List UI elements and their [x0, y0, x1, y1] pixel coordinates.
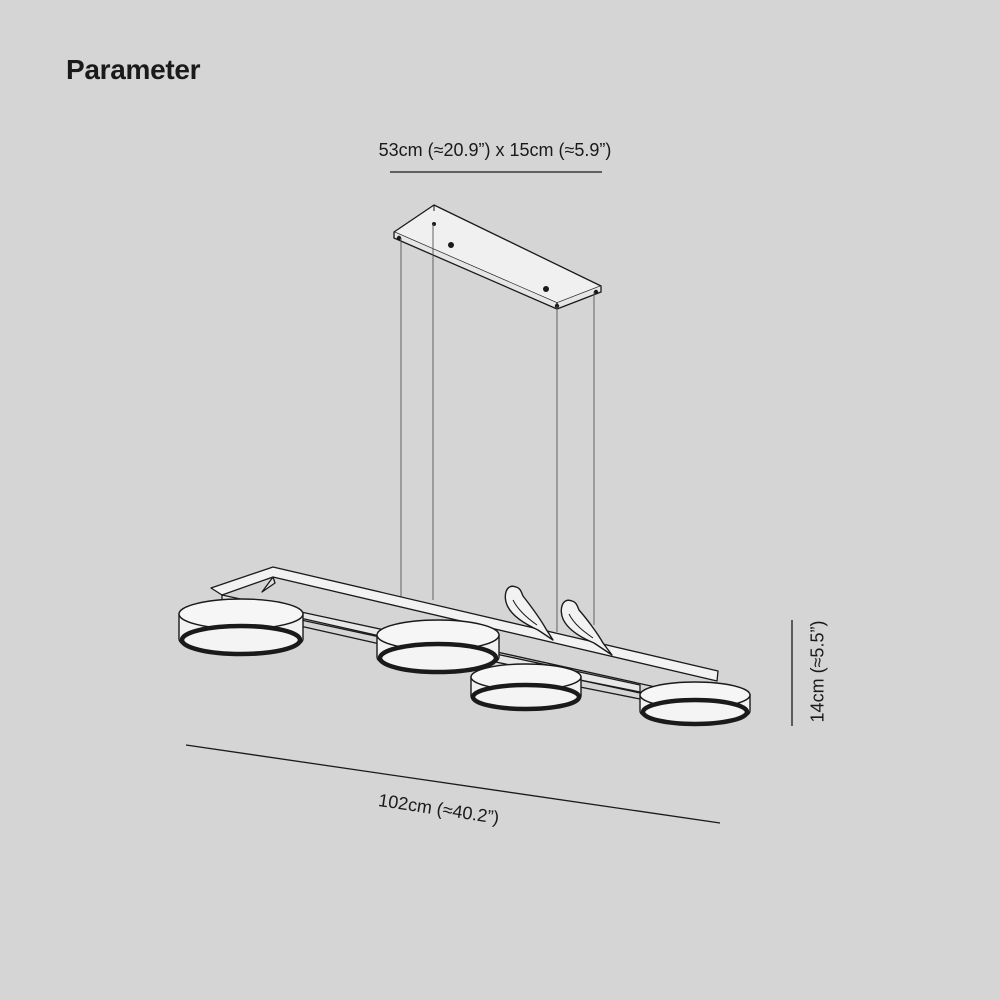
canopy-screw	[543, 286, 549, 292]
canopy-screw	[448, 242, 454, 248]
width-dimension-line	[185, 744, 721, 824]
page-title: Parameter	[66, 54, 201, 85]
ceiling-canopy	[393, 204, 602, 310]
lamp-shade-1	[178, 598, 304, 657]
canopy-dimension-label: 53cm (≈20.9”) x 15cm (≈5.9”)	[378, 140, 612, 160]
bird-ornament-1	[504, 585, 554, 641]
suspension-wires	[400, 224, 595, 632]
bird-ornament-2	[560, 599, 613, 656]
lamp-shade-2	[376, 619, 500, 675]
lamp-shade-4	[639, 681, 751, 727]
lamp-shade-3	[470, 663, 582, 712]
